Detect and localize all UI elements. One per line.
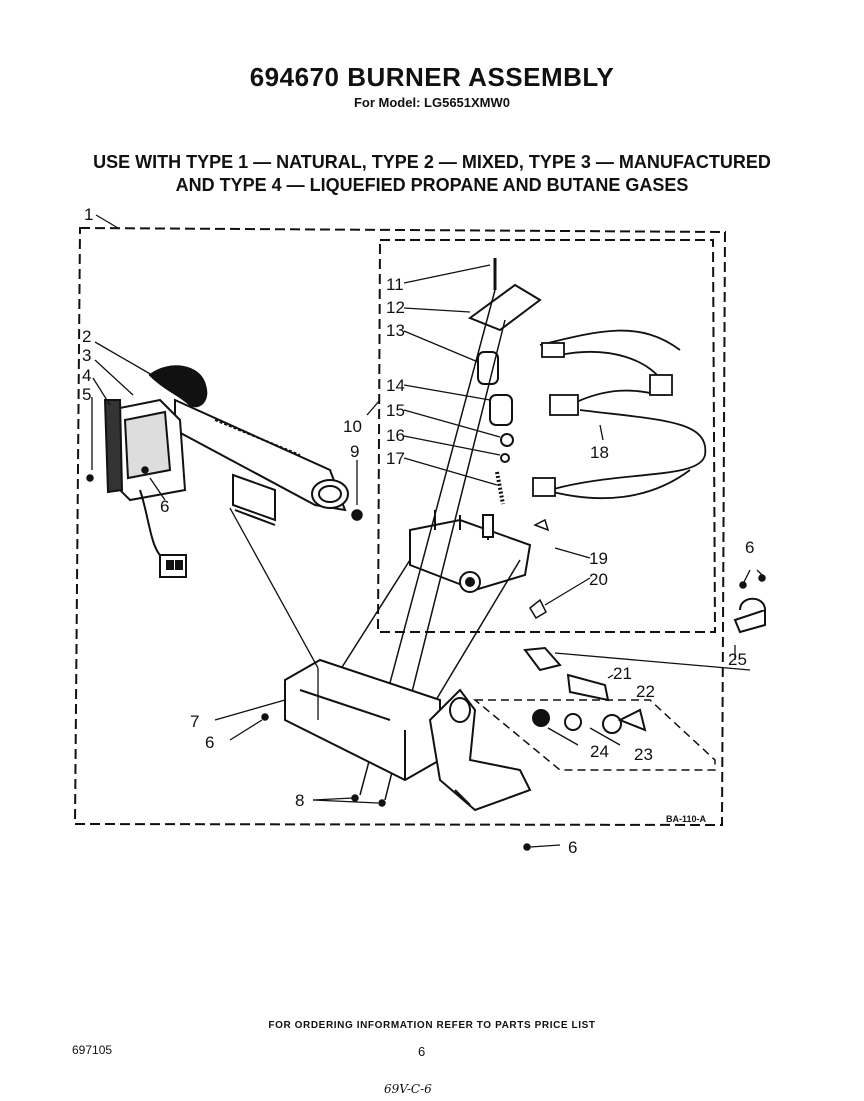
solenoid-stack [467, 258, 542, 505]
callout-4: 4 [82, 366, 91, 385]
valve-subassembly-boundary [376, 239, 717, 633]
callout-14: 14 [386, 376, 405, 395]
orifice-support [428, 688, 532, 812]
callout-8: 8 [295, 791, 304, 810]
callout-23: 23 [634, 745, 653, 764]
callout-15: 15 [386, 401, 405, 420]
page-number: 6 [418, 1044, 426, 1059]
callout-11: 11 [386, 275, 404, 294]
callout-7: 7 [190, 712, 199, 731]
callout-20: 20 [589, 570, 608, 589]
callout-18: 18 [590, 443, 609, 462]
orifice-parts [523, 646, 647, 734]
callout-25: 25 [728, 650, 747, 669]
assembly-boundary [73, 226, 727, 827]
page-title: 694670 BURNER ASSEMBLY [249, 62, 615, 92]
drawing-code: BA-110-A [666, 814, 707, 824]
callout-6-bracket: 6 [205, 733, 214, 752]
valve-mounting-bracket [284, 658, 441, 782]
handwritten-note: 69V-C-6 [384, 1082, 432, 1096]
callout-1: 1 [84, 205, 93, 224]
callout-5: 5 [82, 385, 91, 404]
callout-9: 9 [350, 442, 359, 461]
callout-3: 3 [82, 346, 91, 365]
mounting-bracket [103, 398, 187, 502]
gas-valve [409, 510, 532, 593]
gas-type-line-2: AND TYPE 4 — LIQUEFIED PROPANE AND BUTAN… [175, 175, 689, 195]
document-number: 697105 [72, 1043, 113, 1057]
screw [86, 466, 766, 851]
hose-clamp [733, 597, 766, 634]
gas-type-line-1: USE WITH TYPE 1 — NATURAL, TYPE 2 — MIXE… [93, 152, 771, 172]
callout-17: 17 [386, 449, 405, 468]
callout-24: 24 [590, 742, 609, 761]
callout-16: 16 [386, 426, 405, 445]
callout-6-left: 6 [160, 497, 169, 516]
igniter-lead [139, 489, 187, 578]
orifice-group-boundary [472, 699, 716, 771]
heat-shield [232, 473, 276, 526]
callout-19: 19 [589, 549, 608, 568]
callout-21: 21 [613, 664, 632, 683]
callout-2: 2 [82, 327, 91, 346]
ordering-note: FOR ORDERING INFORMATION REFER TO PARTS … [268, 1020, 596, 1031]
callout-6-right: 6 [745, 538, 754, 557]
callout-6-bottom: 6 [568, 838, 577, 857]
wiring-harness [532, 329, 707, 500]
callout-13: 13 [386, 321, 405, 340]
model-subtitle: For Model: LG5651XMW0 [353, 95, 511, 110]
callout-22: 22 [636, 682, 655, 701]
callout-10: 10 [343, 417, 362, 436]
callout-12: 12 [386, 298, 405, 317]
